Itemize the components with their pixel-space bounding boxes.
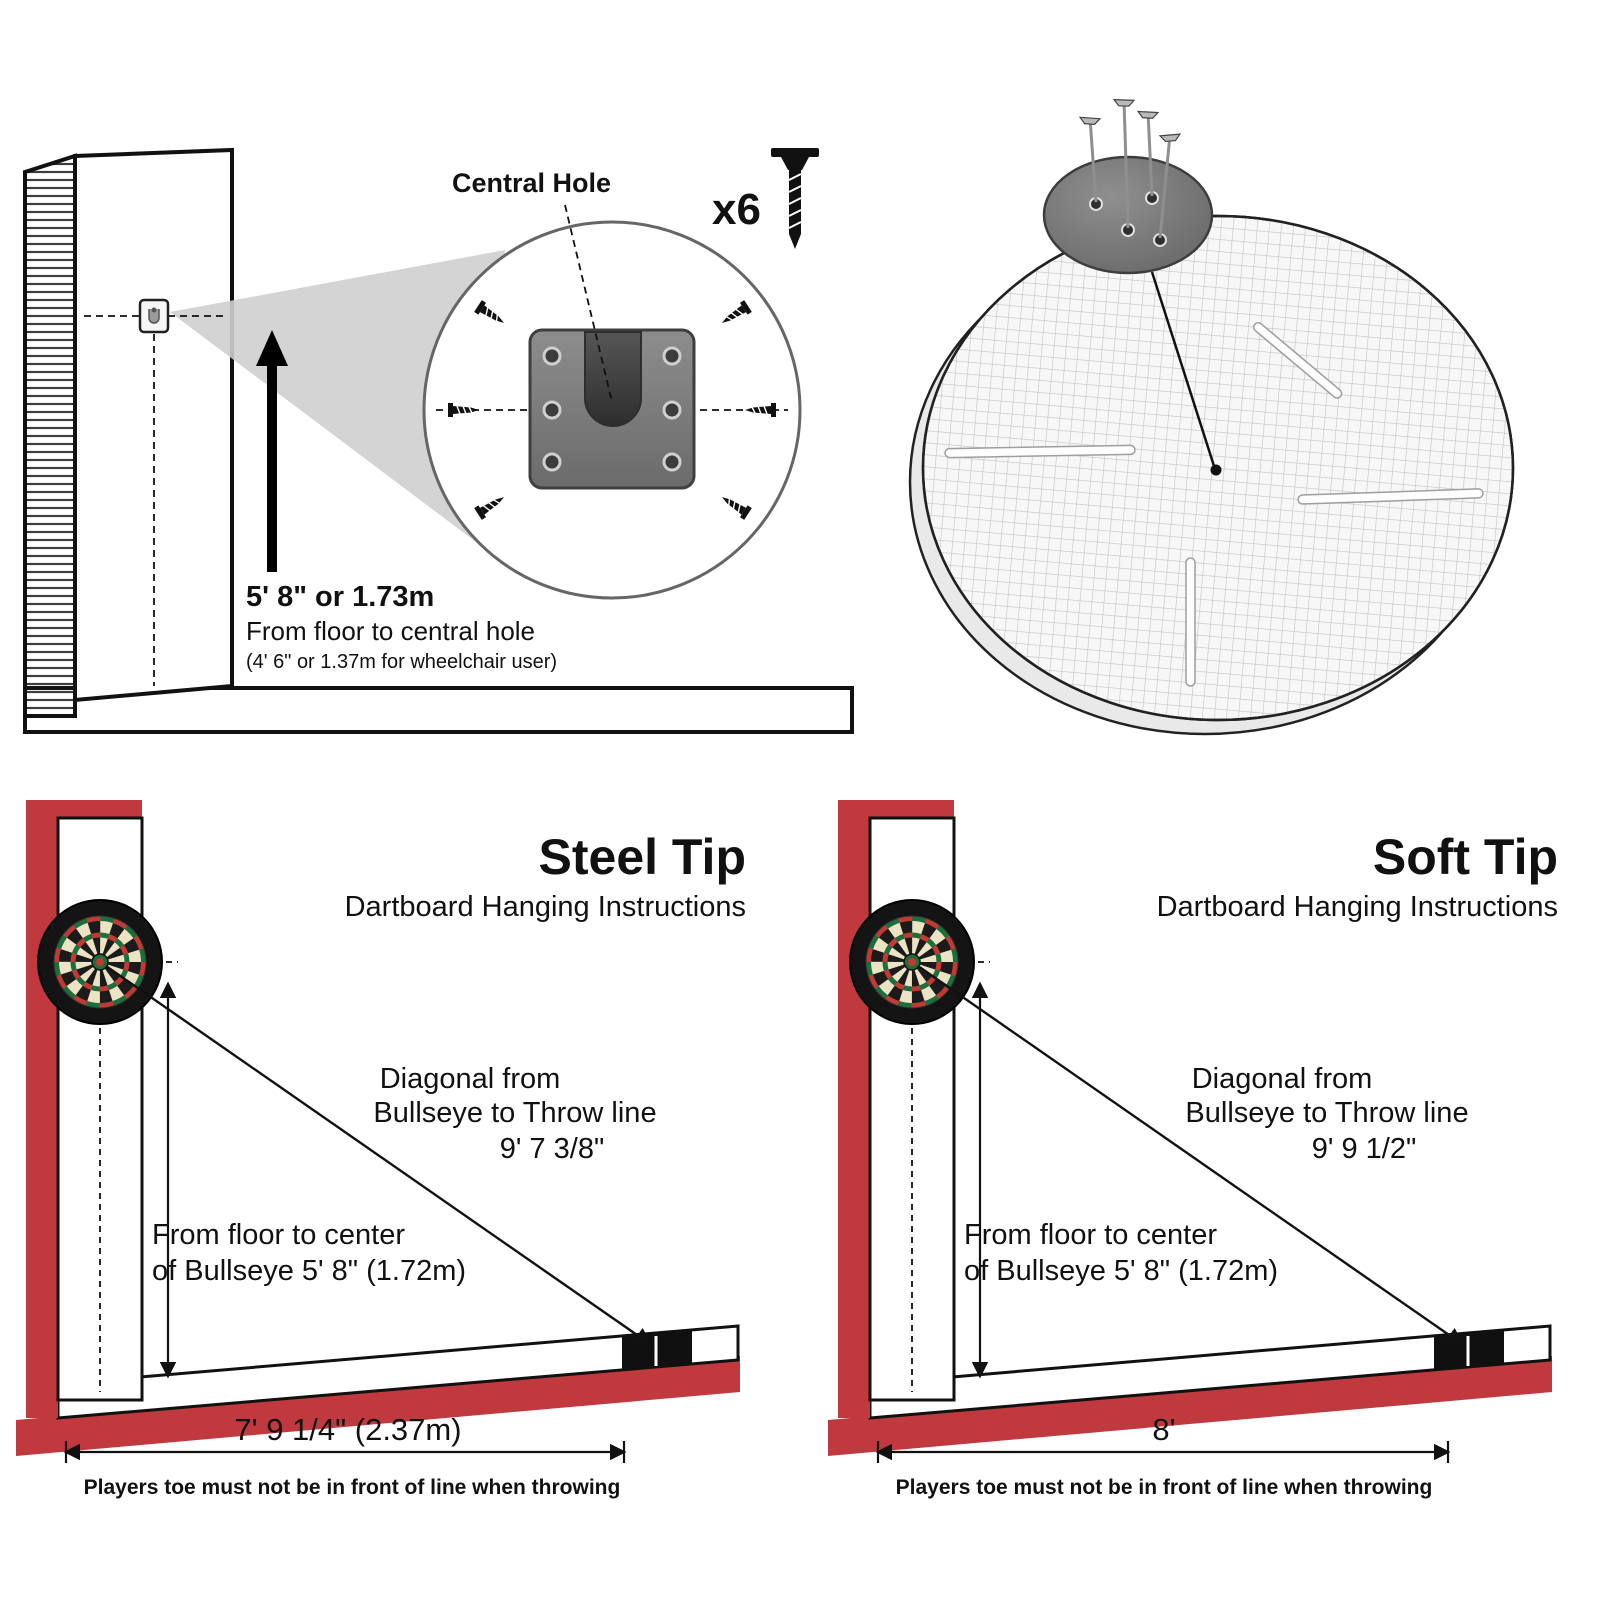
wall-mount-diagram: 5' 8" or 1.73m From floor to central hol… (23, 147, 854, 734)
board-back-diagram (908, 99, 1515, 736)
steel-tip-diagram: Steel Tip Dartboard Hanging Instructions… (16, 800, 746, 1499)
disc-holes (1089, 191, 1167, 247)
floor-distance-value: 8' (1152, 1412, 1175, 1447)
mount-height-value: 5' 8" or 1.73m (246, 581, 434, 613)
disc-pointer-line (1150, 271, 1216, 467)
steel-tip-subtitle: Dartboard Hanging Instructions (345, 891, 746, 923)
magnifier-cone (170, 250, 505, 545)
diagonal-label-line1: Diagonal from (1192, 1063, 1373, 1095)
disc-screw-icons (1078, 99, 1182, 239)
wall-bracket-icon (138, 298, 170, 334)
central-hole-label: Central Hole (452, 168, 611, 198)
mount-height-note: (4' 6" or 1.37m for wheelchair user) (246, 651, 557, 673)
plate-eyelets (542, 346, 682, 472)
floor-front-red (16, 1356, 740, 1456)
central-hole-slot (584, 331, 642, 427)
throw-line (622, 1330, 692, 1370)
mount-height-desc: From floor to central hole (246, 616, 535, 646)
toe-note: Players toe must not be in front of line… (84, 1476, 621, 1499)
wall-side-red (26, 800, 58, 1418)
height-arrow-up-icon (256, 330, 288, 572)
floor-front-red (828, 1356, 1552, 1456)
bullseye-height-line2: of Bullseye 5' 8" (1.72m) (964, 1255, 1278, 1287)
wall-side-red (838, 800, 870, 1418)
dartboard (38, 900, 162, 1024)
central-hole-pointer-line (564, 204, 613, 403)
diagonal-measure-arrow (917, 965, 1465, 1346)
diagonal-value: 9' 9 1/2" (1312, 1133, 1417, 1165)
wall-top-red (838, 800, 954, 818)
board-center-dot (1210, 464, 1222, 476)
floor-distance-value: 7' 9 1/4" (2.37m) (234, 1412, 461, 1447)
soft-tip-diagram: Soft Tip Dartboard Hanging Instructions … (828, 800, 1558, 1499)
diagonal-value: 9' 7 3/8" (500, 1133, 605, 1165)
floor-measure-arrow (63, 1441, 627, 1463)
wall-edge-hatched (23, 153, 77, 718)
soft-tip-subtitle: Dartboard Hanging Instructions (1157, 891, 1558, 923)
diagonal-measure-arrow (105, 965, 653, 1346)
bullseye-height-line1: From floor to center (964, 1219, 1217, 1251)
floor-measure-arrow (875, 1441, 1451, 1463)
throw-line (1434, 1330, 1504, 1370)
mounting-slots (944, 322, 1484, 687)
diagonal-label-line2: Bullseye to Throw line (1185, 1097, 1468, 1129)
toe-note: Players toe must not be in front of line… (896, 1476, 1433, 1499)
dartboard (850, 900, 974, 1024)
bullseye-height-line1: From floor to center (152, 1219, 405, 1251)
screw-count-label: x6 (712, 185, 761, 234)
wall-top-red (26, 800, 142, 818)
steel-tip-title: Steel Tip (539, 829, 746, 885)
diagonal-label-line1: Diagonal from (380, 1063, 561, 1095)
diagonal-label-line2: Bullseye to Throw line (373, 1097, 656, 1129)
bullseye-height-line2: of Bullseye 5' 8" (1.72m) (152, 1255, 466, 1287)
screw-icon (771, 148, 819, 249)
soft-tip-title: Soft Tip (1373, 829, 1558, 885)
